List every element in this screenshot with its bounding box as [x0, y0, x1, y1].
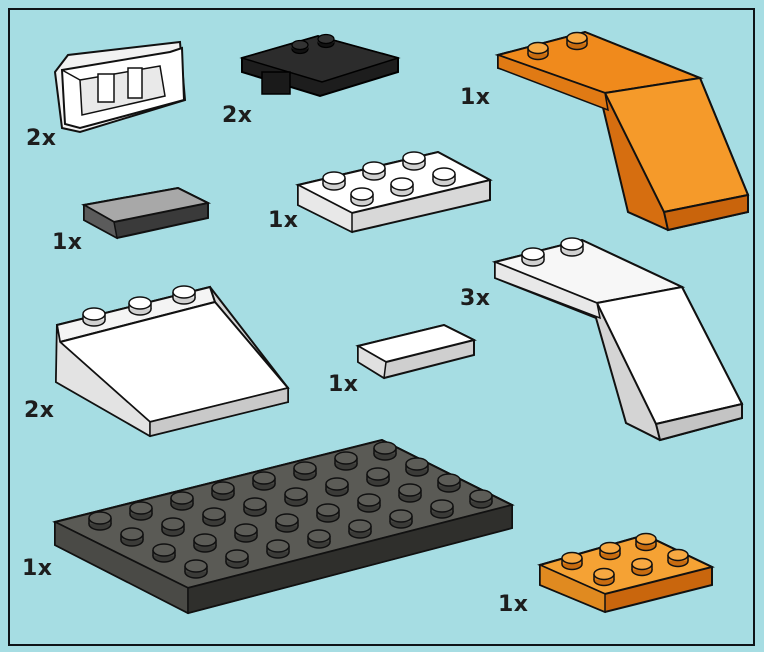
- orange-plate-2x3-part: [540, 534, 712, 613]
- orange-slope-part: [498, 32, 748, 230]
- quantity-label: 2x: [24, 398, 55, 423]
- white-tile-part: [358, 325, 474, 378]
- quantity-label: 2x: [26, 126, 57, 151]
- white-slope-2x2-part: [56, 286, 288, 436]
- quantity-label: 1x: [498, 592, 529, 617]
- quantity-label: 1x: [268, 208, 299, 233]
- quantity-label: 2x: [222, 103, 253, 128]
- quantity-label: 1x: [22, 556, 53, 581]
- grey-plate-4x8-part: [55, 440, 512, 613]
- quantity-label: 1x: [328, 372, 359, 397]
- quantity-label: 1x: [52, 230, 83, 255]
- black-hinge-part: [242, 35, 398, 97]
- white-hinge-part: [55, 42, 185, 132]
- quantity-label: 3x: [460, 286, 491, 311]
- quantity-label: 1x: [460, 85, 491, 110]
- white-curved-slope-part: [495, 238, 742, 440]
- white-plate-2x4-part: [298, 152, 490, 232]
- grey-tile-part: [84, 188, 208, 238]
